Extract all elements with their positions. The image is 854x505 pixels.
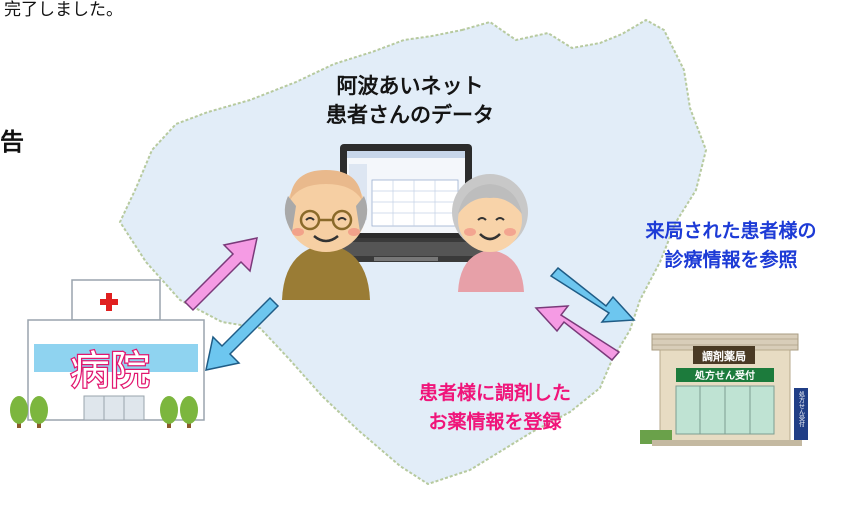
reference-label: 来局された患者様の 診療情報を参照 [606, 217, 854, 275]
center-label: 阿波あいネット 患者さんのデータ [270, 72, 550, 130]
tree-icon [10, 396, 48, 428]
pharmacy-sign: 調剤薬局 [702, 349, 746, 363]
reference-label-line2: 診療情報を参照 [664, 249, 798, 271]
reference-label-line1: 来局された患者様の [645, 220, 817, 242]
pharmacy-board-text: 処方せん受付 [798, 390, 805, 428]
elderly-man-icon [282, 170, 370, 300]
tree-icon [160, 396, 198, 428]
arrow-down-blue-left [205, 296, 280, 371]
side-heading-char: 告 [0, 128, 24, 156]
hospital-building [27, 279, 205, 421]
arrow-up-pink-left [183, 237, 258, 312]
laptop-icon [314, 144, 498, 262]
pharmacy-banner: 処方せん受付 [694, 369, 755, 382]
center-label-line1: 阿波あいネット [336, 74, 484, 98]
pharmacy-building [640, 333, 808, 446]
elderly-woman-icon [452, 174, 528, 292]
register-label-line1: 患者様に調剤した [418, 382, 571, 404]
register-label: 患者様に調剤した お薬情報を登録 [360, 379, 630, 437]
register-label-line2: お薬情報を登録 [428, 411, 562, 433]
arrow-down-blue-right [549, 266, 636, 323]
center-label-line2: 患者さんのデータ [326, 103, 494, 127]
hospital-label: 病院 [70, 348, 150, 394]
arrow-up-pink-right [534, 305, 621, 362]
top-caption-text: 完了しました。 [4, 0, 123, 20]
